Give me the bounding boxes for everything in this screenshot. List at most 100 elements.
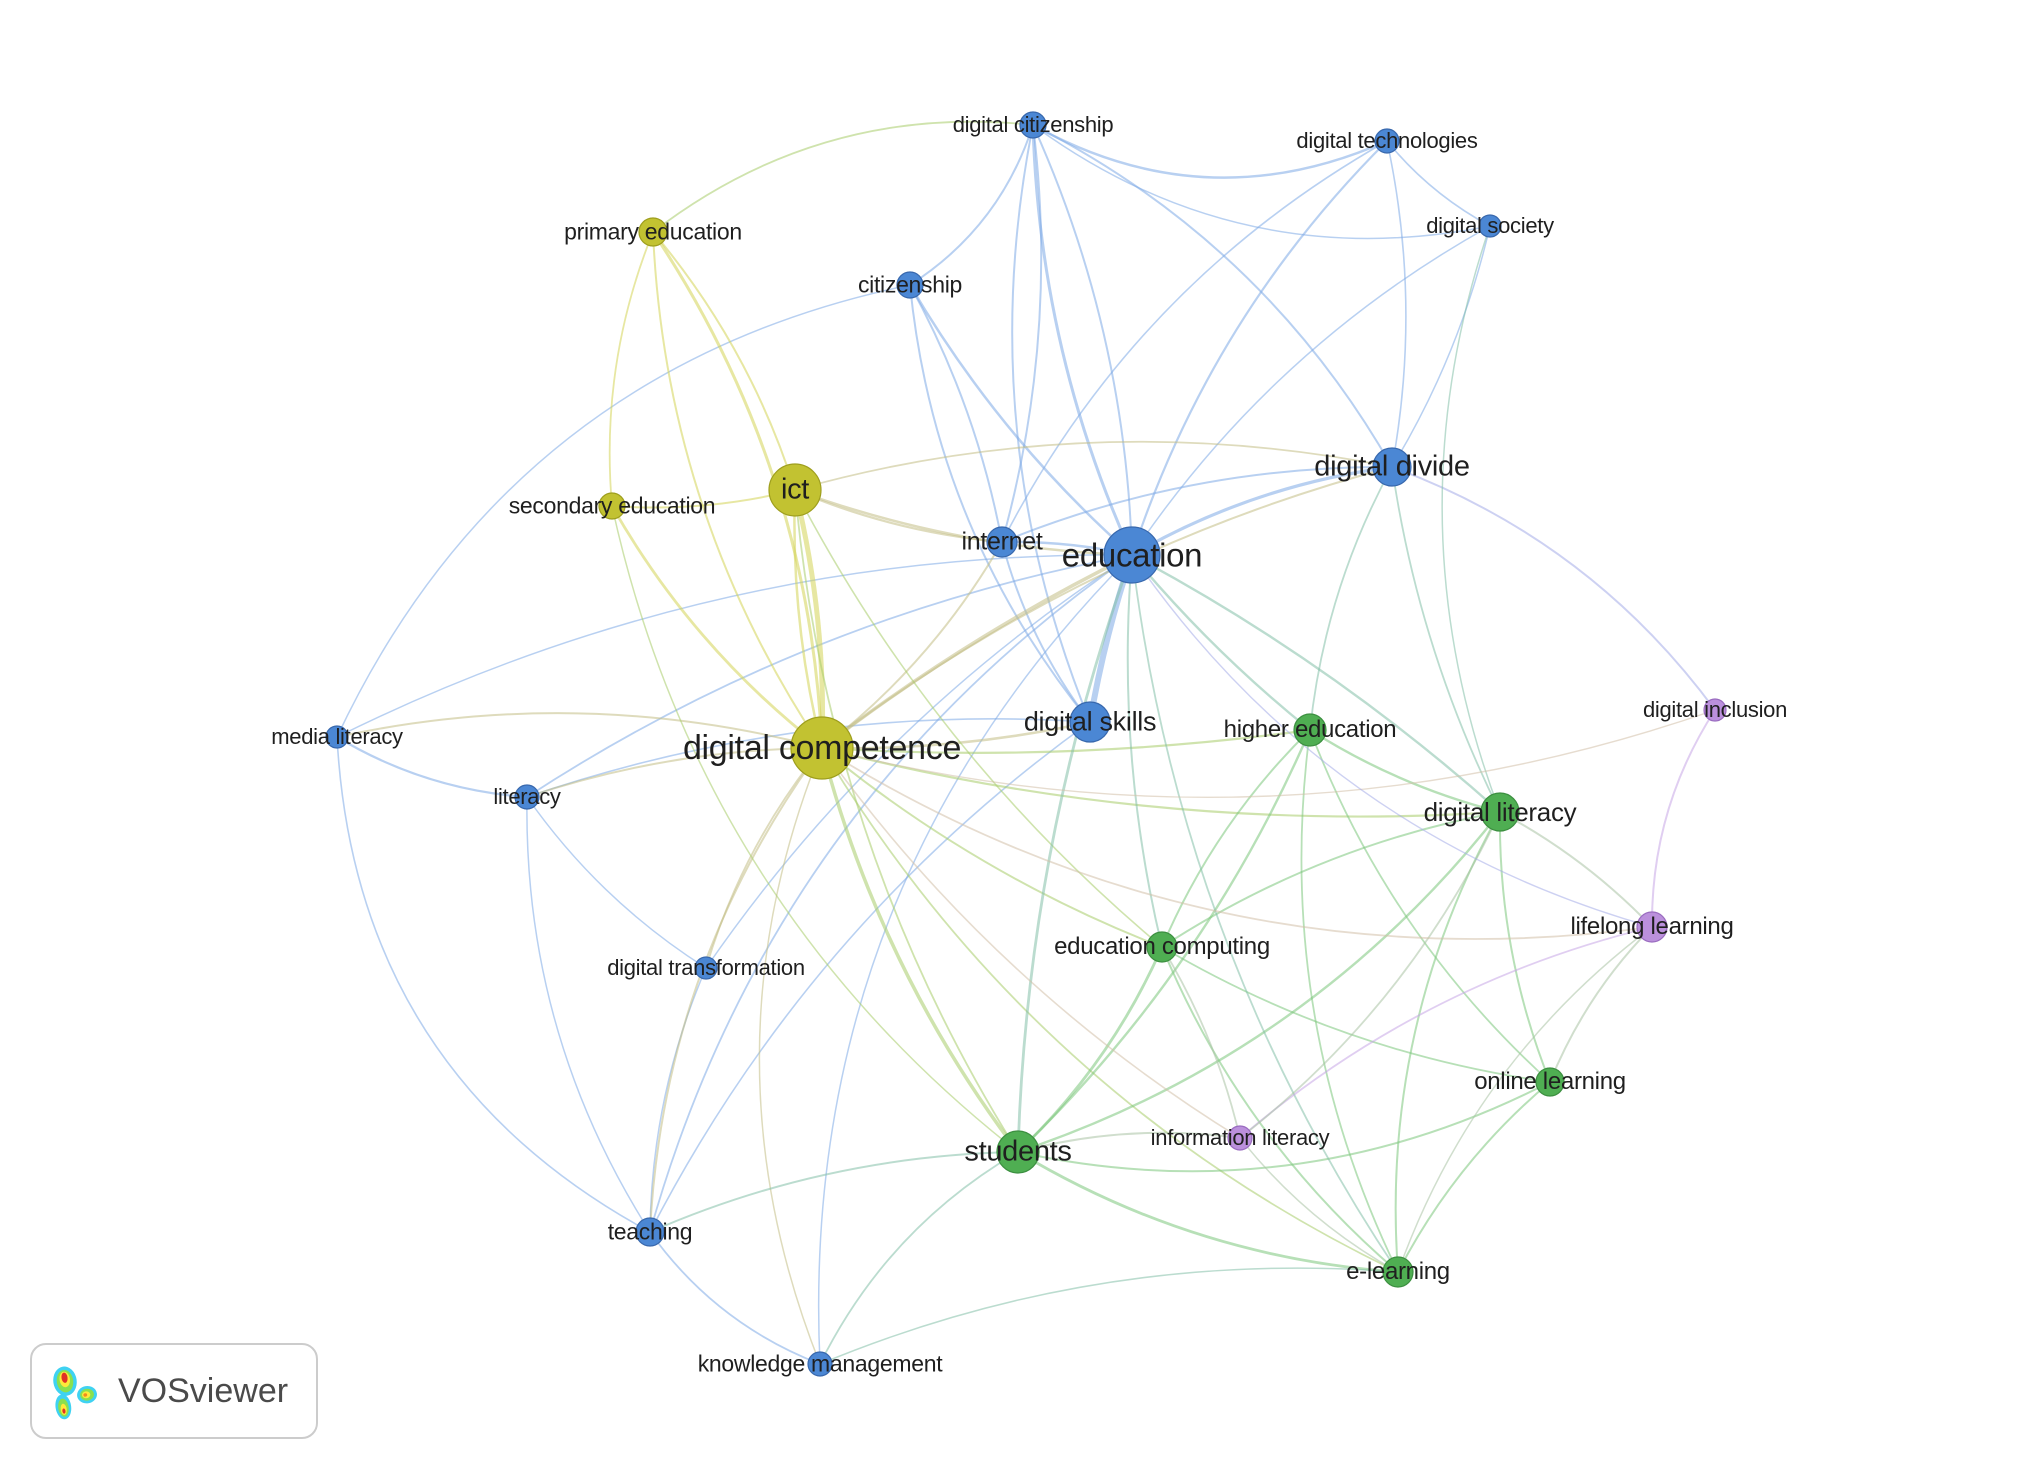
- edge-education--e-learning: [1131, 554, 1399, 1273]
- node-e-learning[interactable]: [1382, 1256, 1414, 1288]
- edge-digital-competence--digital-inclusion: [821, 709, 1716, 798]
- node-internet[interactable]: [986, 526, 1018, 558]
- node-digital-skills[interactable]: [1069, 701, 1111, 743]
- edge-students--teaching: [649, 1151, 1019, 1233]
- edge-media-literacy--literacy: [335, 735, 529, 799]
- edge-ict--primary-education: [652, 231, 796, 491]
- node-citizenship[interactable]: [896, 271, 924, 299]
- edge-digital-society--education: [1131, 225, 1491, 556]
- node-digital-transformation[interactable]: [694, 956, 718, 980]
- node-education[interactable]: [1103, 526, 1161, 584]
- edge-information-literacy--education-computing: [1161, 946, 1241, 1139]
- edge-secondary-education--students: [611, 505, 1019, 1153]
- edge-digital-citizenship--digital-society: [1032, 124, 1491, 240]
- node-secondary-education[interactable]: [598, 492, 626, 520]
- edge-information-literacy--e-learning: [1239, 1137, 1399, 1273]
- edge-digital-competence--digital-divide: [821, 466, 1393, 749]
- edge-higher-education--education-computing: [1161, 729, 1311, 948]
- edge-education--knowledge-management: [817, 554, 1133, 1365]
- edge-internet--digital-skills: [1001, 541, 1091, 723]
- edge-media-literacy--teaching: [336, 736, 651, 1233]
- node-education-computing[interactable]: [1146, 931, 1178, 963]
- node-online-learning[interactable]: [1535, 1067, 1565, 1097]
- node-digital-competence[interactable]: [790, 716, 854, 780]
- edge-digital-citizenship--digital-skills: [1011, 124, 1091, 723]
- edge-students--education-computing: [1016, 945, 1164, 1154]
- edge-digital-divide--digital-inclusion: [1391, 466, 1716, 711]
- edge-education--ict: [793, 488, 1134, 557]
- edge-digital-technologies--education: [1130, 139, 1389, 557]
- node-knowledge-management[interactable]: [807, 1351, 833, 1377]
- node-higher-education[interactable]: [1293, 713, 1327, 747]
- node-ict[interactable]: [768, 463, 822, 517]
- edge-citizenship--media-literacy: [336, 284, 911, 738]
- node-digital-literacy[interactable]: [1480, 792, 1520, 832]
- edge-higher-education--online-learning: [1309, 729, 1551, 1083]
- edge-digital-competence--higher-education: [820, 728, 1312, 754]
- edge-digital-competence--internet: [821, 541, 1003, 749]
- edge-citizenship--internet: [909, 284, 1003, 543]
- edge-digital-competence--media-literacy: [336, 712, 823, 749]
- edge-digital-competence--literacy: [526, 747, 823, 798]
- node-lifelong-learning[interactable]: [1636, 911, 1668, 943]
- edge-digital-competence--secondary-education: [610, 504, 824, 750]
- node-students[interactable]: [996, 1130, 1040, 1174]
- edge-digital-society--digital-divide: [1391, 225, 1491, 468]
- node-media-literacy[interactable]: [325, 725, 349, 749]
- edge-digital-literacy--online-learning: [1498, 811, 1551, 1083]
- edge-education-computing--e-learning: [1161, 946, 1399, 1273]
- edge-literacy--teaching: [526, 796, 651, 1233]
- edge-education--teaching: [649, 554, 1133, 1233]
- edge-digital-competence--students: [820, 746, 1020, 1154]
- node-digital-divide[interactable]: [1372, 447, 1412, 487]
- edge-teaching--knowledge-management: [649, 1231, 821, 1365]
- node-teaching[interactable]: [635, 1217, 665, 1247]
- edge-students--e-learning: [1016, 1150, 1400, 1274]
- node-digital-society[interactable]: [1478, 214, 1502, 238]
- edge-digital-citizenship--digital-technologies: [1031, 123, 1389, 179]
- edge-digital-citizenship--education: [1032, 124, 1133, 556]
- edge-digital-competence--knowledge-management: [758, 747, 823, 1365]
- edge-digital-citizenship--internet: [1001, 124, 1043, 543]
- node-digital-technologies[interactable]: [1374, 128, 1400, 154]
- edge-education--higher-education: [1130, 553, 1312, 732]
- edge-primary-education--secondary-education: [608, 231, 654, 507]
- edge-lifelong-learning--digital-literacy: [1499, 811, 1653, 928]
- edge-digital-competence--digital-skills: [820, 720, 1092, 750]
- edges-layer: [335, 120, 1716, 1365]
- edge-higher-education--e-learning: [1300, 729, 1399, 1273]
- edge-ict--education-computing: [794, 489, 1163, 948]
- edge-citizenship--digital-skills: [909, 284, 1091, 723]
- edge-ict--digital-divide: [794, 440, 1393, 491]
- edge-internet--digital-divide: [1001, 465, 1393, 543]
- edge-education-computing--online-learning: [1161, 946, 1551, 1083]
- vosviewer-logo-icon: [53, 1366, 97, 1420]
- node-digital-citizenship[interactable]: [1019, 111, 1047, 139]
- edge-digital-literacy--e-learning: [1394, 811, 1501, 1273]
- edge-education--digital-divide: [1130, 465, 1394, 557]
- vosviewer-wordmark: VOSviewer: [118, 1371, 289, 1410]
- edge-lifelong-learning--information-literacy: [1239, 926, 1653, 1139]
- edge-lifelong-learning--digital-inclusion: [1650, 709, 1716, 928]
- node-digital-inclusion[interactable]: [1703, 698, 1727, 722]
- node-literacy[interactable]: [514, 784, 540, 810]
- edge-online-learning--e-learning: [1397, 1081, 1551, 1273]
- node-primary-education[interactable]: [638, 217, 668, 247]
- edge-digital-technologies--digital-society: [1386, 140, 1491, 227]
- edge-digital-citizenship--digital-divide: [1032, 124, 1393, 468]
- edge-digital-transformation--teaching: [649, 967, 707, 1233]
- edge-students--knowledge-management: [819, 1151, 1019, 1365]
- edge-education--students: [1016, 553, 1134, 1154]
- edge-ict--internet: [793, 488, 1004, 544]
- edge-digital-competence--information-literacy: [821, 747, 1241, 1139]
- edge-lifelong-learning--e-learning: [1397, 926, 1653, 1273]
- edge-digital-literacy--digital-divide: [1391, 466, 1501, 813]
- edge-digital-literacy--digital-society: [1441, 225, 1501, 813]
- edge-digital-citizenship--citizenship: [909, 124, 1034, 286]
- edge-literacy--digital-transformation: [526, 796, 707, 969]
- edge-education--digital-literacy: [1130, 553, 1502, 814]
- node-information-literacy[interactable]: [1227, 1125, 1253, 1151]
- edge-primary-education--digital-citizenship: [652, 120, 1034, 233]
- edge-ict--secondary-education: [611, 489, 796, 509]
